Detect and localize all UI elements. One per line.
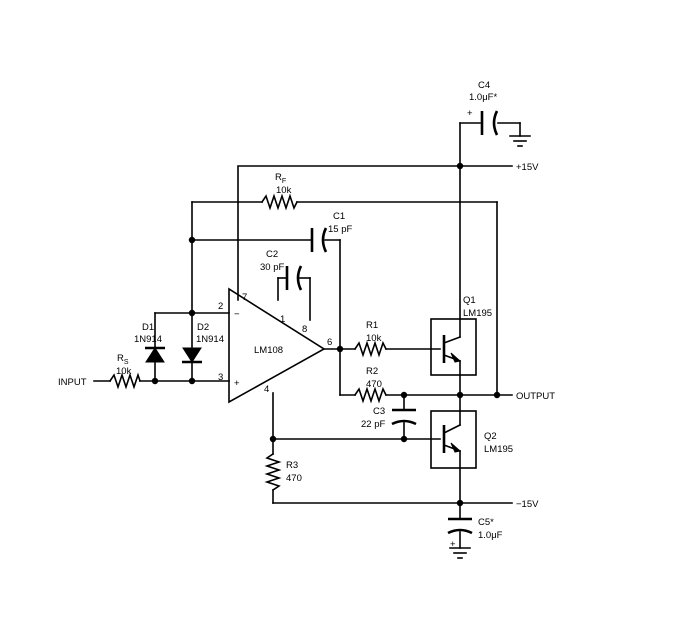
output-label: OUTPUT bbox=[516, 391, 555, 402]
resistor-r3: R3 470 bbox=[264, 452, 302, 492]
r3-ref: R3 bbox=[286, 460, 298, 471]
pin-1: 1 bbox=[280, 314, 285, 325]
capacitor-c1: C1 15 pF bbox=[310, 211, 352, 253]
pin-7: 7 bbox=[242, 292, 247, 303]
d1-ref: D1 bbox=[142, 322, 154, 333]
opamp-label: LM108 bbox=[254, 345, 283, 356]
capacitor-c4: + C4 1.0μF* bbox=[467, 80, 499, 136]
diode-d1: D1 1N914 bbox=[134, 322, 165, 363]
c1-ref: C1 bbox=[333, 211, 345, 222]
pin-2: 2 bbox=[218, 301, 223, 312]
pos-supply-label: +15V bbox=[516, 162, 539, 173]
ground-symbol-c4 bbox=[509, 135, 531, 147]
c5-polarity: + bbox=[450, 539, 456, 550]
q2-ref: Q2 bbox=[484, 431, 497, 442]
diode-d2: D2 1N914 bbox=[182, 322, 224, 364]
c3-value: 22 pF bbox=[361, 419, 385, 430]
c5-value: 1.0μF bbox=[478, 530, 503, 541]
rf-ref: RF bbox=[275, 172, 286, 185]
c3-ref: C3 bbox=[373, 406, 385, 417]
q2-value: LM195 bbox=[484, 444, 513, 455]
pin-4: 4 bbox=[264, 384, 269, 395]
capacitor-c5: + C5* 1.0μF bbox=[447, 517, 503, 550]
ground-symbol-c5 bbox=[449, 547, 471, 559]
pin-8: 8 bbox=[302, 324, 307, 335]
r2-value: 470 bbox=[366, 379, 382, 390]
resistor-rf: RF 10k bbox=[260, 172, 299, 211]
resistor-r1: R1 10k bbox=[353, 320, 388, 358]
opamp-minus: − bbox=[234, 309, 240, 320]
rs-value: 10k bbox=[116, 366, 132, 377]
pin-6: 6 bbox=[327, 337, 332, 348]
r3-value: 470 bbox=[286, 473, 302, 484]
c4-value: 1.0μF* bbox=[469, 92, 497, 103]
rs-ref: RS bbox=[117, 353, 129, 366]
c4-ref: C4 bbox=[478, 80, 490, 91]
opamp-lm108: − + LM108 7 2 3 1 8 6 4 bbox=[218, 287, 332, 404]
c5-ref: C5* bbox=[478, 517, 494, 528]
c2-ref: C2 bbox=[266, 249, 278, 260]
r2-ref: R2 bbox=[366, 366, 378, 377]
d1-value: 1N914 bbox=[134, 334, 162, 345]
q1-ref: Q1 bbox=[463, 295, 476, 306]
q1-value: LM195 bbox=[463, 308, 492, 319]
r1-ref: R1 bbox=[366, 320, 378, 331]
c4-polarity: + bbox=[467, 108, 473, 119]
opamp-plus: + bbox=[234, 378, 240, 389]
d2-value: 1N914 bbox=[196, 334, 224, 345]
r1-value: 10k bbox=[366, 333, 382, 344]
input-label: INPUT bbox=[58, 377, 87, 388]
junctions bbox=[151, 162, 501, 507]
resistor-r2: R2 470 bbox=[353, 366, 388, 404]
resistor-rs: RS 10k bbox=[108, 353, 142, 390]
capacitor-c3: C3 22 pF bbox=[361, 406, 417, 430]
c2-value: 30 pF bbox=[260, 262, 284, 273]
c1-value: 15 pF bbox=[328, 224, 352, 235]
neg-supply-label: −15V bbox=[516, 499, 539, 510]
pin-3: 3 bbox=[218, 372, 223, 383]
transistor-q2: Q2 LM195 bbox=[430, 410, 513, 469]
capacitor-c2: C2 30 pF bbox=[260, 249, 303, 291]
d2-ref: D2 bbox=[197, 322, 209, 333]
rf-value: 10k bbox=[276, 185, 292, 196]
transistor-q1: Q1 LM195 bbox=[430, 295, 492, 376]
